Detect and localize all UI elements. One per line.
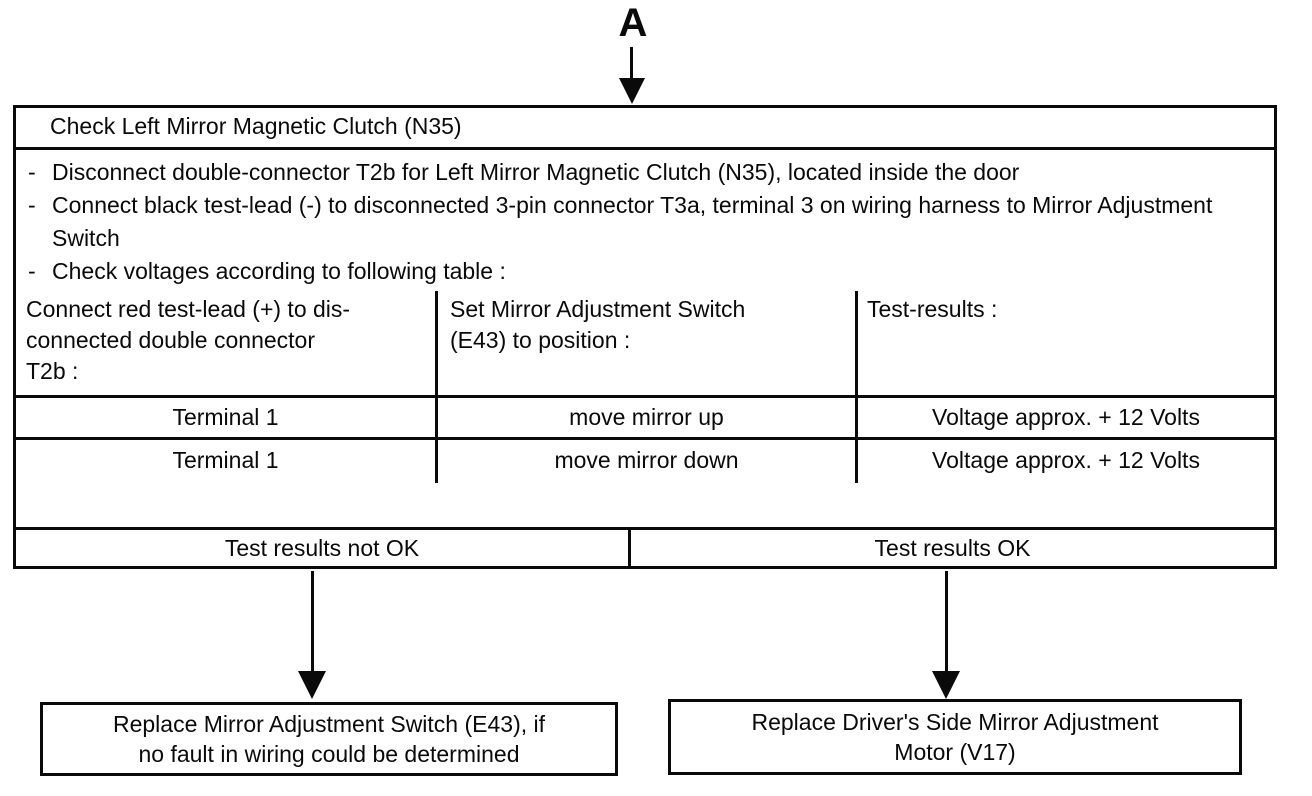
procedure-box: Check Left Mirror Magnetic Clutch (N35) …	[13, 105, 1277, 569]
bullet-dash: -	[28, 159, 36, 185]
arrow-down-icon	[298, 671, 326, 699]
outcome-row-divider	[16, 527, 1274, 530]
procedure-box-inner: Check Left Mirror Magnetic Clutch (N35) …	[16, 108, 1274, 566]
column-header-line: Connect red test-lead (+) to dis-	[26, 296, 351, 322]
table-column-divider	[855, 291, 858, 483]
outcome-not-ok: Test results not OK	[224, 535, 420, 561]
action-box-replace-switch: Replace Mirror Adjustment Switch (E43), …	[40, 702, 618, 776]
column-header-line: Test-results :	[867, 296, 998, 322]
branch-arrow-line-not-ok	[311, 571, 314, 673]
step-text: Check voltages according to following ta…	[52, 258, 506, 284]
arrow-down-icon	[932, 671, 960, 699]
table-cell-terminal: Terminal 1	[172, 404, 279, 430]
bullet-dash: -	[28, 258, 36, 284]
connector-arrow-line	[630, 47, 633, 81]
table-column-header-test-results: Test-results :	[867, 294, 1267, 325]
step-text: Disconnect double-connector T2b for Left…	[52, 159, 1020, 185]
step-list: - Disconnect double-connector T2b for Le…	[28, 156, 1268, 288]
table-row-divider	[16, 395, 1274, 398]
column-header-line: (E43) to position :	[450, 327, 631, 353]
action-box-replace-motor: Replace Driver's Side Mirror Adjustment …	[668, 699, 1242, 775]
arrow-down-icon	[619, 78, 645, 104]
step-text: Connect black test-lead (-) to disconnec…	[52, 192, 1213, 251]
step-item: - Connect black test-lead (-) to disconn…	[28, 189, 1268, 255]
outcome-cell-divider	[628, 527, 631, 566]
action-line: Replace Mirror Adjustment Switch (E43), …	[112, 711, 546, 737]
step-item: - Disconnect double-connector T2b for Le…	[28, 156, 1268, 189]
table-cell-result: Voltage approx. + 12 Volts	[932, 447, 1200, 473]
step-item: - Check voltages according to following …	[28, 255, 1268, 288]
table-column-header-test-lead: Connect red test-lead (+) to dis- connec…	[26, 294, 431, 387]
outcome-ok: Test results OK	[874, 535, 1031, 561]
table-row-divider	[16, 437, 1274, 440]
table-cell-terminal: Terminal 1	[172, 447, 279, 473]
procedure-title: Check Left Mirror Magnetic Clutch (N35)	[50, 113, 462, 139]
table-column-divider	[435, 291, 438, 483]
action-line: Motor (V17)	[894, 739, 1016, 765]
table-column-header-switch-position: Set Mirror Adjustment Switch (E43) to po…	[450, 294, 850, 356]
column-header-line: T2b :	[26, 358, 79, 384]
table-cell-result: Voltage approx. + 12 Volts	[932, 404, 1200, 430]
branch-arrow-line-ok	[945, 571, 948, 673]
column-header-line: connected double connector	[26, 327, 315, 353]
action-line: Replace Driver's Side Mirror Adjustment	[751, 709, 1159, 735]
connector-label-a: A	[618, 1, 648, 45]
action-line: no fault in wiring could be determined	[138, 741, 520, 767]
bullet-dash: -	[28, 192, 36, 218]
table-cell-switch-position: move mirror down	[554, 447, 739, 473]
column-header-line: Set Mirror Adjustment Switch	[450, 296, 746, 322]
title-divider	[16, 147, 1274, 150]
table-cell-switch-position: move mirror up	[569, 404, 724, 430]
